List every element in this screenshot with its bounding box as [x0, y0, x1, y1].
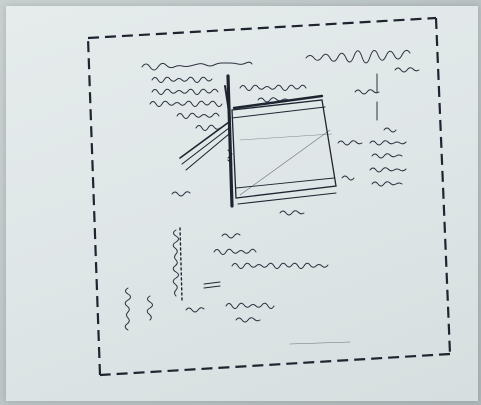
handwritten-notes [124, 49, 420, 331]
plot-diagram [179, 74, 351, 345]
dashed-border [86, 16, 452, 377]
